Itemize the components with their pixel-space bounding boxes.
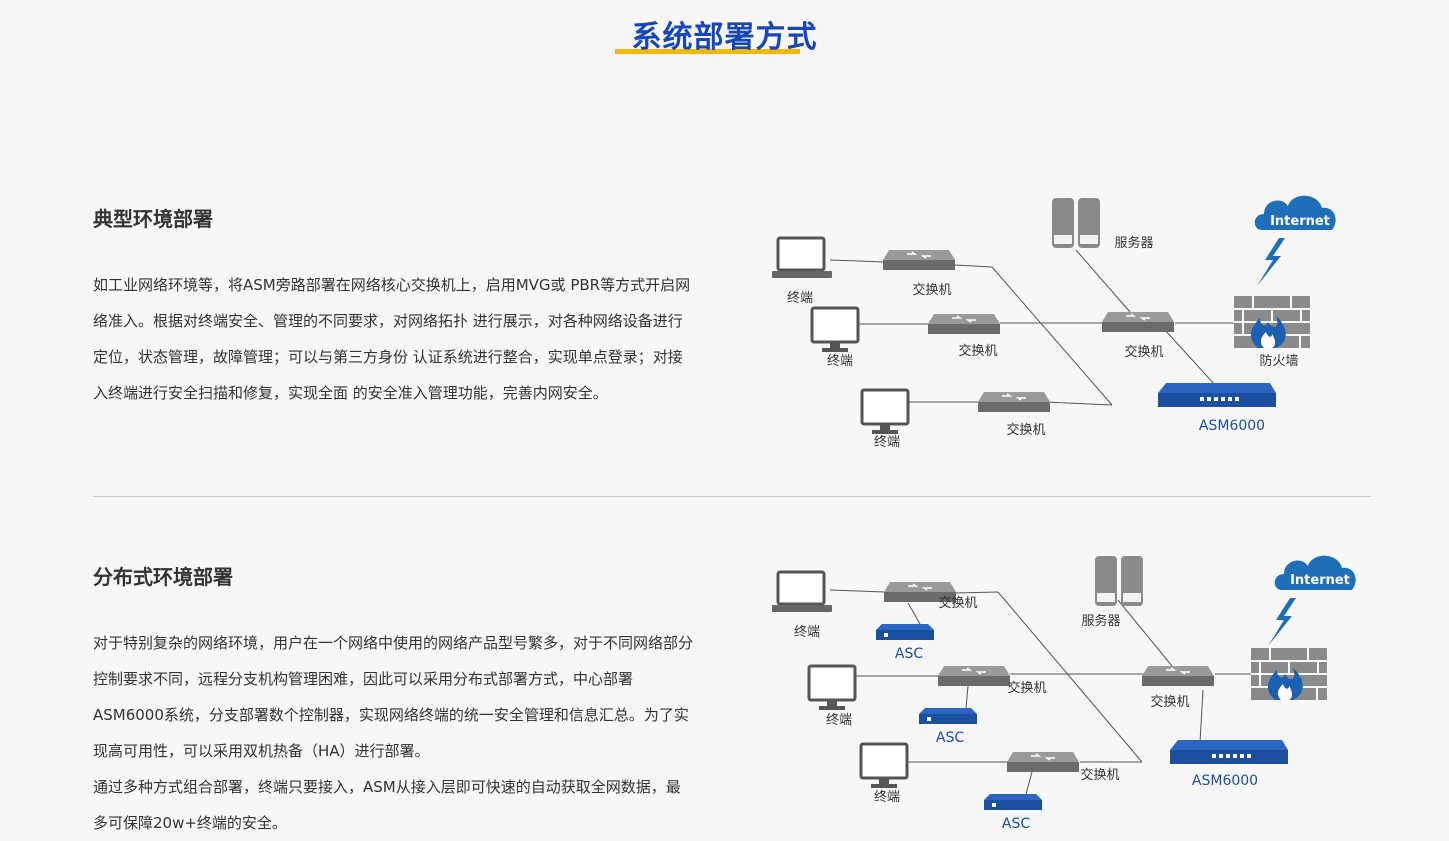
lightning-icon	[1268, 598, 1296, 646]
terminal-laptop-icon	[770, 570, 834, 614]
asm-label: ASM6000	[1199, 418, 1265, 434]
switch-label: 交换机	[938, 595, 977, 611]
asc-device-icon	[919, 708, 977, 724]
terminal-label: 终端	[827, 353, 853, 369]
section-body: 如工业网络环境等，将ASM旁路部署在网络核心交换机上，启用MVG或 PBR等方式…	[93, 267, 693, 411]
switch-label: 交换机	[1007, 680, 1046, 696]
core-switch-icon	[1141, 665, 1215, 687]
terminal-monitor-icon	[807, 664, 857, 712]
asm-device-icon	[1170, 740, 1288, 764]
switch-label: 交换机	[1124, 344, 1163, 360]
switch-icon	[1006, 751, 1080, 773]
terminal-label: 终端	[794, 624, 820, 640]
section-heading: 典型环境部署	[93, 207, 213, 231]
terminal-label: 终端	[874, 434, 900, 450]
server-label: 服务器	[1114, 235, 1153, 251]
switch-icon	[937, 665, 1011, 687]
section-divider	[93, 496, 1371, 497]
core-switch-icon	[1101, 311, 1175, 333]
terminal-laptop-icon	[770, 236, 834, 280]
typical-deployment-diagram: 终端 终端 终端 交换机 交换机 交换机 交换机 服务器 Internet 防火…	[770, 195, 1336, 450]
switch-icon	[882, 249, 956, 271]
terminal-monitor-icon	[859, 742, 909, 790]
section-heading: 分布式环境部署	[93, 565, 233, 589]
server-icon	[1052, 198, 1100, 248]
asc-device-icon	[876, 624, 934, 640]
title-underline	[615, 49, 800, 54]
switch-label: 交换机	[1006, 422, 1045, 438]
lightning-icon	[1257, 238, 1285, 286]
firewall-label: 防火墙	[1259, 353, 1298, 369]
firewall-icon	[1250, 647, 1328, 701]
section-paragraph: 如工业网络环境等，将ASM旁路部署在网络核心交换机上，启用MVG或 PBR等方式…	[93, 276, 691, 402]
firewall-icon	[1233, 295, 1311, 349]
terminal-label: 终端	[874, 789, 900, 805]
switch-label: 交换机	[912, 282, 951, 298]
connection-lines	[829, 249, 1237, 406]
asc-device-icon	[984, 794, 1042, 810]
switch-label: 交换机	[958, 343, 997, 359]
connection-lines	[829, 589, 1253, 795]
asc-label: ASC	[936, 730, 964, 746]
server-label: 服务器	[1081, 613, 1120, 629]
terminal-monitor-icon	[860, 388, 910, 436]
internet-label: Internet	[1290, 573, 1350, 588]
section-body: 对于特别复杂的网络环境，用户在一个网络中使用的网络产品型号繁多，对于不同网络部分…	[93, 625, 693, 841]
asc-label: ASC	[1002, 816, 1030, 832]
terminal-monitor-icon	[810, 306, 860, 354]
asm-device-icon	[1158, 383, 1276, 407]
page-title: 系统部署方式	[631, 20, 818, 55]
asc-label: ASC	[895, 646, 923, 662]
section-typical: 典型环境部署 如工业网络环境等，将ASM旁路部署在网络核心交换机上，启用MVG或…	[93, 205, 693, 411]
terminal-label: 终端	[826, 712, 852, 728]
switch-icon	[927, 313, 1001, 335]
section-distributed: 分布式环境部署 对于特别复杂的网络环境，用户在一个网络中使用的网络产品型号繁多，…	[93, 563, 693, 841]
terminal-label: 终端	[787, 290, 813, 306]
switch-label: 交换机	[1080, 767, 1119, 783]
switch-icon	[977, 391, 1051, 413]
internet-label: Internet	[1270, 214, 1330, 229]
distributed-deployment-diagram: 终端 终端 终端 交换机 交换机 交换机 ASC ASC ASC 交换机 服务器…	[770, 555, 1356, 832]
section-paragraph: 对于特别复杂的网络环境，用户在一个网络中使用的网络产品型号繁多，对于不同网络部分…	[93, 634, 694, 760]
server-icon	[1095, 556, 1143, 606]
section-paragraph: 通过多种方式组合部署，终端只要接入，ASM从接入层即可快速的自动获取全网数据，最…	[93, 778, 681, 832]
switch-label: 交换机	[1150, 694, 1189, 710]
asm-label: ASM6000	[1192, 773, 1258, 789]
